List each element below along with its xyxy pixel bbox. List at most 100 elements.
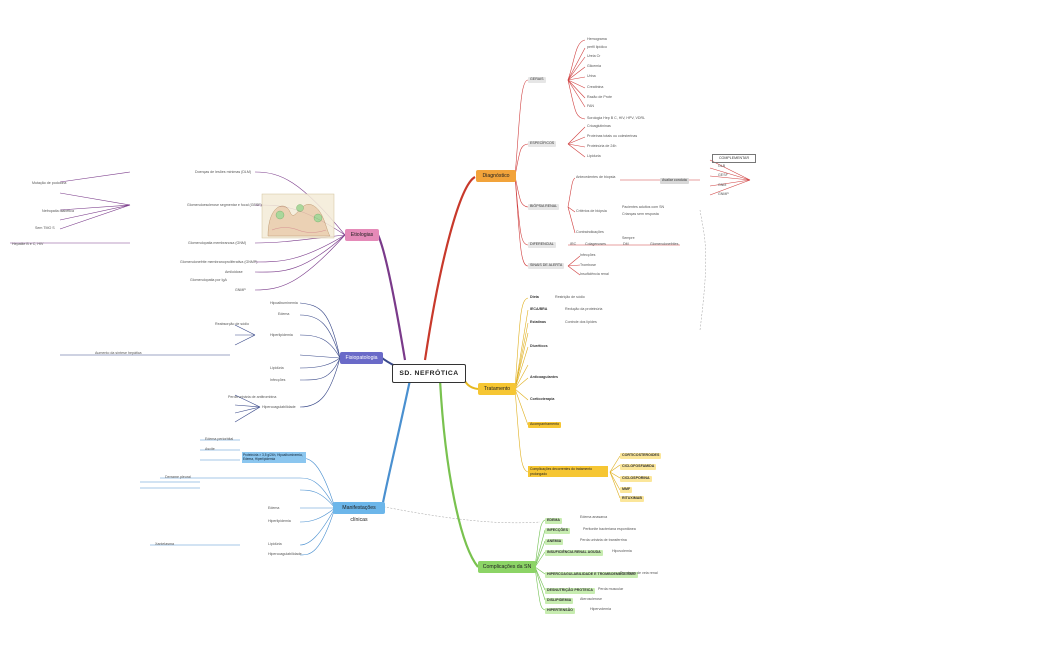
etio-note: Mutação de podocina: [32, 181, 67, 185]
trat-complicacoes-tratamento[interactable]: Complicações decorrentes do tratamento p…: [528, 466, 608, 477]
center-title: SD. NEFRÓTICA: [399, 370, 459, 377]
fisio-item: Edema: [278, 312, 290, 316]
comp-note: Edema anasarca: [580, 515, 608, 519]
manif-sub: Derrame pleural: [165, 475, 191, 479]
etio-item: Glomerulopatia membranosa (GNM): [188, 241, 247, 245]
diag-biopsia-b: Contraindicações: [576, 230, 604, 234]
trat-note: Redução da proteinúria: [565, 307, 603, 311]
diag-dif-item: Colagenoses: [585, 242, 606, 246]
diag-especificos-item: Proteinúria de 24h: [587, 144, 617, 148]
diag-biopsia-note: Crianças sem resposta: [622, 212, 659, 216]
branch-etiologias-label: Etiologias: [350, 232, 374, 238]
center-node[interactable]: SD. NEFRÓTICA: [392, 364, 466, 383]
branch-complicacoes-label: Complicações da SN: [482, 564, 532, 570]
diag-biopsia-a: Antecedentes de biopsia: [576, 175, 616, 179]
branch-fisiopatologia-label: Fisiopatologia: [345, 355, 378, 361]
trat-cortico[interactable]: CICLOSPORINA: [620, 476, 652, 482]
fisio-item: Hiperlipidemia: [270, 333, 293, 337]
comp-item[interactable]: EDEMA: [545, 518, 562, 524]
fisio-item: Infecções: [270, 378, 286, 382]
branch-fisiopatologia[interactable]: Fisiopatologia: [340, 352, 383, 364]
diag-gerais-item: FAN: [587, 104, 594, 108]
diag-gerais-item: Urina: [587, 74, 596, 78]
trat-cortico[interactable]: CORTICOSTEROIDES: [620, 453, 662, 459]
diag-gerais[interactable]: GERAIS: [528, 77, 546, 83]
comp-item[interactable]: INFECÇÕES: [545, 528, 570, 534]
trat-item: IECA/BRA: [530, 307, 548, 311]
fisiopatologia-links: [60, 302, 341, 423]
trat-item: Dieta: [530, 295, 539, 299]
manif-header: Proteinúria > 3,5 g/24h, Hipoalbuminemia…: [242, 452, 306, 463]
comp-note: Trombose de veia renal: [620, 571, 658, 575]
comp-item[interactable]: ANEMIA: [545, 539, 564, 545]
diag-dif-item: Glomerulonefrites: [650, 242, 679, 246]
diag-avaliar-conduta[interactable]: Avaliar conduta: [660, 178, 689, 184]
trat-cortico[interactable]: RITUXIMAB: [620, 496, 644, 502]
diag-biopsia-note: Sempre: [622, 236, 635, 240]
trat-note: Controle dos lípides: [565, 320, 597, 324]
diag-gerais-item: Sorologia Hep B C, HIV, HPV, VDRL: [587, 116, 646, 120]
comp-note: Peritonite bacteriana espontânea: [583, 527, 636, 531]
trat-item: Estatinas: [530, 320, 546, 324]
manif-sub: Xantelasma: [155, 542, 174, 546]
diag-sinais-alerta[interactable]: SINAIS DE ALERTA: [528, 263, 565, 269]
branch-diagnostico-label: Diagnóstico: [482, 173, 510, 179]
comp-note: Aterosclerose: [580, 597, 602, 601]
etio-note: Sem TMO S: [35, 226, 55, 230]
diag-diferencial[interactable]: DIFERENCIAL: [528, 242, 556, 248]
comp-item[interactable]: HIPERTENSÃO: [545, 608, 575, 614]
diag-compl-item: GESF: [718, 173, 728, 177]
trat-acompanhamento[interactable]: Acompanhamento: [528, 422, 562, 428]
diag-alerta-item: Trombose: [580, 263, 597, 267]
branch-manifestacoes[interactable]: Manifestações clínicas: [333, 502, 385, 523]
branch-tratamento-label: Tratamento: [483, 386, 511, 392]
trat-complicacoes-label: Complicações decorrentes do tratamento p…: [530, 467, 593, 476]
comp-item[interactable]: DESNUTRIÇÃO PROTEICA: [545, 588, 595, 594]
diag-gerais-item: perfil lipídico: [587, 45, 607, 49]
manif-sub: Ascite: [205, 447, 215, 451]
diag-dif-item: IRC: [570, 242, 577, 246]
manif-item: Hipercoagulabilidade: [268, 552, 302, 556]
fisio-note: Perda urinária de antitrombina: [228, 395, 277, 399]
manif-item: Lipidúria: [268, 542, 282, 546]
trat-note: Restrição de sódio: [555, 295, 585, 299]
manif-sub: Edema periorbital: [205, 437, 234, 441]
diag-alerta-item: Insuficiência renal: [580, 272, 609, 276]
etio-item: Glomerulonefrite membranoproliferativa (…: [180, 260, 258, 264]
comp-item[interactable]: INSUFICIÊNCIA RENAL AGUDA: [545, 550, 603, 556]
trat-cortico[interactable]: CICLOFOSFAMIDA: [620, 464, 657, 470]
diag-gerais-item: Razão de Prote: [587, 95, 612, 99]
diag-biopsia-note: Pacientes adultos com SN: [622, 205, 665, 209]
diag-especificos[interactable]: ESPECÍFICOS: [528, 141, 557, 147]
manif-header-text: Proteinúria > 3,5 g/24h, Hipoalbuminemia…: [243, 453, 303, 461]
manifestacoes-links: [140, 439, 336, 556]
diag-alerta-item: Infecções: [580, 253, 596, 257]
fisio-note: Reabsorção de sódio: [215, 322, 249, 326]
comp-item[interactable]: DISLIPIDEMIA: [545, 598, 574, 604]
branch-complicacoes[interactable]: Complicações da SN: [478, 561, 536, 573]
branch-diagnostico[interactable]: Diagnóstico: [476, 170, 516, 182]
etio-item: Doenças de lesões mínimas (DLM): [195, 170, 252, 174]
diag-especificos-item: Crioaglutininas: [587, 124, 611, 128]
diag-especificos-item: Proteínas totais ou colesterinas: [587, 134, 638, 138]
diag-complementar[interactable]: COMPLEMENTAR: [712, 154, 756, 163]
etio-note: Nefropatia diabética: [42, 209, 74, 213]
etio-note: Hepatite B e C, HIV: [12, 242, 44, 246]
branch-etiologias[interactable]: Etiologias: [345, 229, 379, 241]
etio-item: Glomeruloesclerose segmentar e focal (GE…: [187, 203, 262, 207]
comp-note: Hipervolemia: [590, 607, 611, 611]
etiologias-links: [10, 171, 346, 291]
comp-note: Hipovolemia: [612, 549, 632, 553]
trat-cortico[interactable]: MMF: [620, 487, 633, 493]
tratamento-links: [514, 297, 621, 499]
diag-biopsia[interactable]: BIÓPSIA RENAL: [528, 204, 560, 210]
diag-dif-item: DM: [623, 242, 629, 246]
trunk-diagnostico: [423, 176, 476, 361]
fisio-note: Aumento da síntese hepática: [95, 351, 142, 355]
diag-compl-item: GNMP: [718, 192, 729, 196]
comp-note: Perda muscular: [598, 587, 624, 591]
comp-item[interactable]: HIPERCOAGULABILIDADE E TROMBOEMBOLISMO: [545, 572, 638, 578]
diag-compl-item: GLB: [718, 164, 726, 168]
branch-tratamento[interactable]: Tratamento: [478, 383, 516, 395]
diag-gerais-item: Hemograma: [587, 37, 607, 41]
